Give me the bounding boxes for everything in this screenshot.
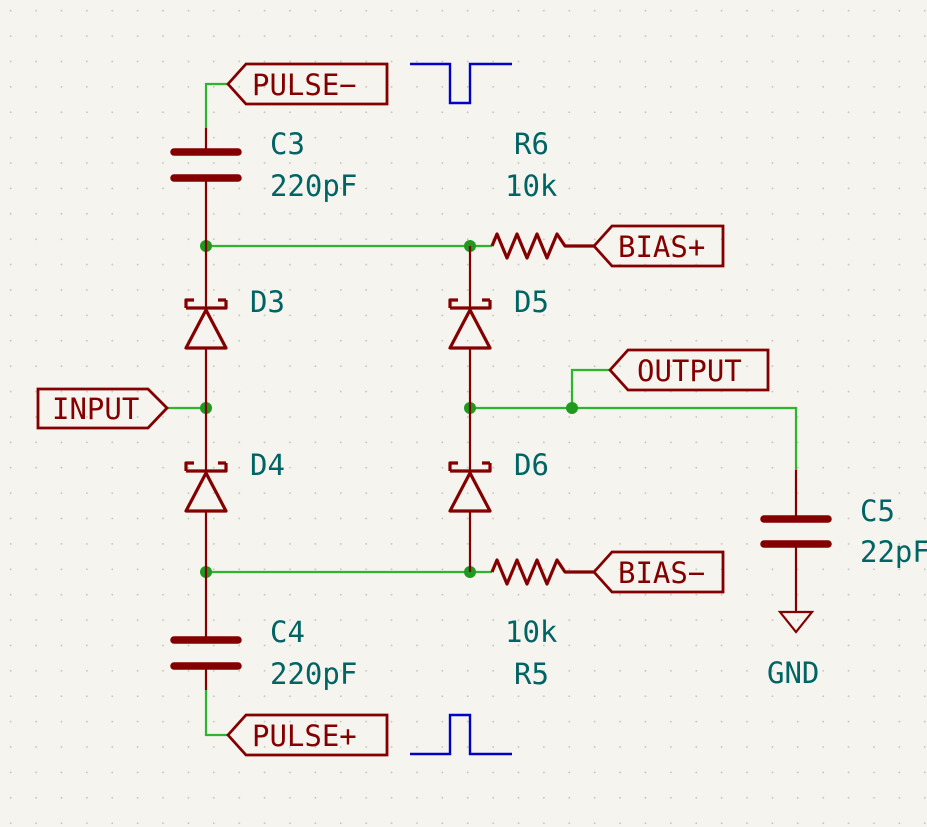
c3-value: 220pF (270, 169, 357, 203)
diode-d6[interactable]: D6 (448, 408, 549, 572)
c5-value: 22pF (860, 535, 927, 569)
c3-ref: C3 (270, 127, 305, 161)
r6-ref: R6 (514, 127, 549, 161)
negative-pulse-waveform-icon (410, 62, 512, 105)
wire-output-node (470, 406, 798, 470)
gnd-label: GND (767, 656, 819, 690)
label-input[interactable]: INPUT (36, 387, 169, 430)
label-output[interactable]: OUTPUT (608, 348, 770, 392)
r5-value: 10k (505, 615, 558, 649)
c4-ref: C4 (270, 615, 305, 649)
diode-d3[interactable]: D3 (184, 246, 285, 408)
d4-ref: D4 (250, 448, 285, 482)
diode-d4[interactable]: D4 (184, 408, 285, 572)
capacitor-c3[interactable]: C3 220pF (170, 127, 357, 246)
bias-plus-text: BIAS+ (618, 230, 705, 264)
pulse-plus-text: PULSE+ (252, 719, 357, 753)
c4-value: 220pF (270, 657, 357, 691)
wire-pulse-minus (204, 82, 228, 128)
wire-output-tap (570, 368, 610, 408)
c5-ref: C5 (860, 494, 895, 528)
input-text: INPUT (52, 392, 139, 426)
output-text: OUTPUT (637, 354, 742, 388)
label-bias-minus[interactable]: BIAS− (592, 550, 725, 594)
d3-ref: D3 (250, 285, 285, 319)
r6-value: 10k (505, 169, 558, 203)
capacitor-c5[interactable]: C5 22pF (760, 470, 927, 612)
label-pulse-plus[interactable]: PULSE+ (226, 713, 389, 757)
wires (167, 82, 798, 737)
wire-pulse-plus (204, 690, 228, 737)
ground-icon (777, 610, 815, 634)
junction-output (566, 402, 578, 414)
positive-pulse-waveform-icon (410, 713, 512, 756)
diode-d5[interactable]: D5 (448, 246, 549, 408)
label-pulse-minus[interactable]: PULSE− (226, 62, 389, 106)
r5-ref: R5 (514, 657, 549, 691)
resistor-r5[interactable]: 10k R5 (490, 558, 594, 691)
bias-minus-text: BIAS− (618, 556, 705, 590)
resistor-r6[interactable]: R6 10k (490, 127, 594, 260)
label-bias-plus[interactable]: BIAS+ (592, 224, 725, 268)
d5-ref: D5 (514, 285, 549, 319)
pulse-minus-text: PULSE− (252, 68, 357, 102)
capacitor-c4[interactable]: C4 220pF (170, 572, 357, 691)
ground-symbol[interactable]: GND (767, 610, 819, 690)
d6-ref: D6 (514, 448, 549, 482)
